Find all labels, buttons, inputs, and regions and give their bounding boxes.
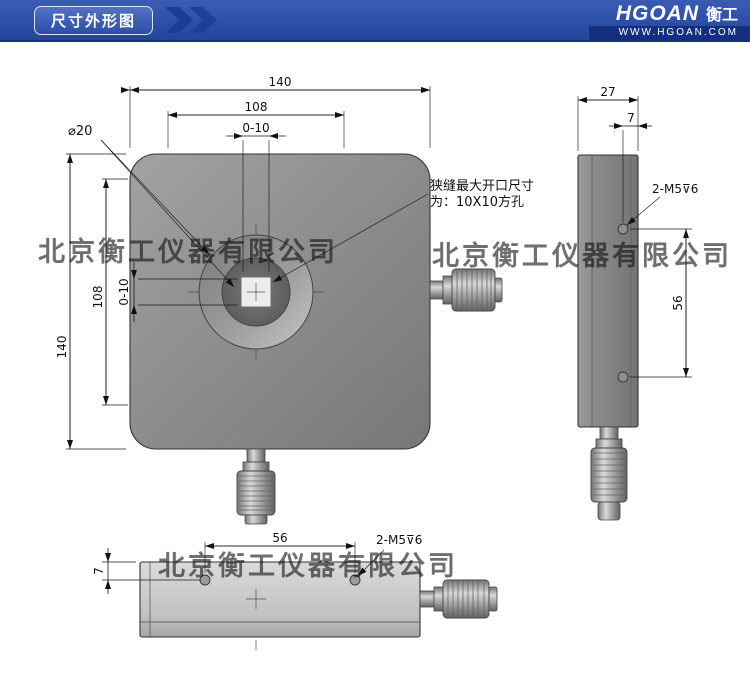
brand-logo-cn: 衡工 bbox=[705, 6, 738, 24]
side-bottom-knob bbox=[590, 426, 628, 521]
svg-text:7: 7 bbox=[92, 567, 106, 575]
svg-text:2-M5⊽6: 2-M5⊽6 bbox=[376, 533, 422, 547]
front-dim-width-sub: 108 bbox=[167, 100, 345, 148]
chevrons-icon bbox=[163, 7, 227, 33]
svg-text:2-M5⊽6: 2-M5⊽6 bbox=[652, 182, 698, 196]
svg-text:56: 56 bbox=[272, 531, 287, 545]
bottom-view: 56 2-M5⊽6 7 bbox=[92, 531, 498, 650]
svg-text:108: 108 bbox=[245, 100, 268, 114]
svg-text:108: 108 bbox=[91, 286, 105, 309]
bottom-dim-hole-spacing: 56 bbox=[204, 531, 356, 573]
front-dim-slit-horizontal: 0-10 bbox=[226, 121, 286, 272]
svg-text:为：10X10方孔: 为：10X10方孔 bbox=[430, 194, 524, 210]
front-diameter-callout: ⌀20 bbox=[68, 124, 235, 288]
front-dim-height-total: 140 bbox=[55, 153, 126, 450]
side-dim-edge-to-hole: 7 bbox=[609, 111, 652, 222]
drawing-area: 140 108 0-10 140 bbox=[0, 42, 750, 673]
svg-text:56: 56 bbox=[671, 295, 685, 310]
front-right-knob bbox=[429, 268, 503, 312]
svg-text:狭缝最大开口尺寸: 狭缝最大开口尺寸 bbox=[430, 179, 534, 194]
watermark-text: 北京衡工仪器有限公司 bbox=[432, 240, 732, 272]
front-dim-width-total: 140 bbox=[121, 75, 431, 148]
chevron-arrows-icon bbox=[165, 7, 218, 33]
watermark-text: 北京衡工仪器有限公司 bbox=[38, 236, 338, 268]
bottom-hole-right bbox=[349, 574, 361, 586]
front-slit-note: 狭缝最大开口尺寸 为：10X10方孔 bbox=[272, 179, 534, 283]
side-view: 27 7 2-M5⊽6 56 bbox=[577, 85, 698, 521]
front-dim-height-sub: 108 bbox=[91, 178, 128, 406]
brand-block: HGOAN 衡工 WWW.HGOAN.COM bbox=[588, 1, 750, 40]
bottom-right-knob bbox=[419, 579, 498, 619]
side-dim-hole-spacing: 56 bbox=[630, 228, 692, 378]
technical-drawing: 140 108 0-10 140 bbox=[38, 75, 732, 650]
svg-text:140: 140 bbox=[55, 336, 69, 359]
page-header: 尺寸外形图 HGOAN 衡工 WWW.HGOAN.COM bbox=[0, 0, 750, 42]
watermark-layer: 北京衡工仪器有限公司 北京衡工仪器有限公司 北京衡工仪器有限公司 bbox=[38, 236, 732, 582]
svg-text:0-10: 0-10 bbox=[117, 278, 131, 305]
brand-website: WWW.HGOAN.COM bbox=[588, 25, 750, 40]
front-bottom-knob bbox=[236, 448, 276, 525]
front-view: 140 108 0-10 140 bbox=[55, 75, 534, 525]
page-title-text: 尺寸外形图 bbox=[51, 12, 137, 30]
front-dim-slit-vertical: 0-10 bbox=[117, 262, 238, 322]
bottom-dim-edge-to-hole: 7 bbox=[92, 548, 200, 594]
page-title: 尺寸外形图 bbox=[34, 5, 154, 35]
side-hole-callout: 2-M5⊽6 bbox=[626, 182, 698, 226]
svg-text:7: 7 bbox=[627, 111, 635, 125]
svg-text:0-10: 0-10 bbox=[242, 121, 269, 135]
brand-logo: HGOAN bbox=[615, 1, 699, 25]
side-hole-top bbox=[617, 223, 629, 235]
watermark-text: 北京衡工仪器有限公司 bbox=[158, 550, 458, 582]
svg-text:⌀20: ⌀20 bbox=[68, 124, 92, 139]
svg-text:27: 27 bbox=[600, 85, 615, 99]
bottom-hole-callout: 2-M5⊽6 bbox=[357, 533, 422, 577]
svg-text:140: 140 bbox=[269, 75, 292, 89]
side-hole-bottom bbox=[617, 371, 629, 383]
